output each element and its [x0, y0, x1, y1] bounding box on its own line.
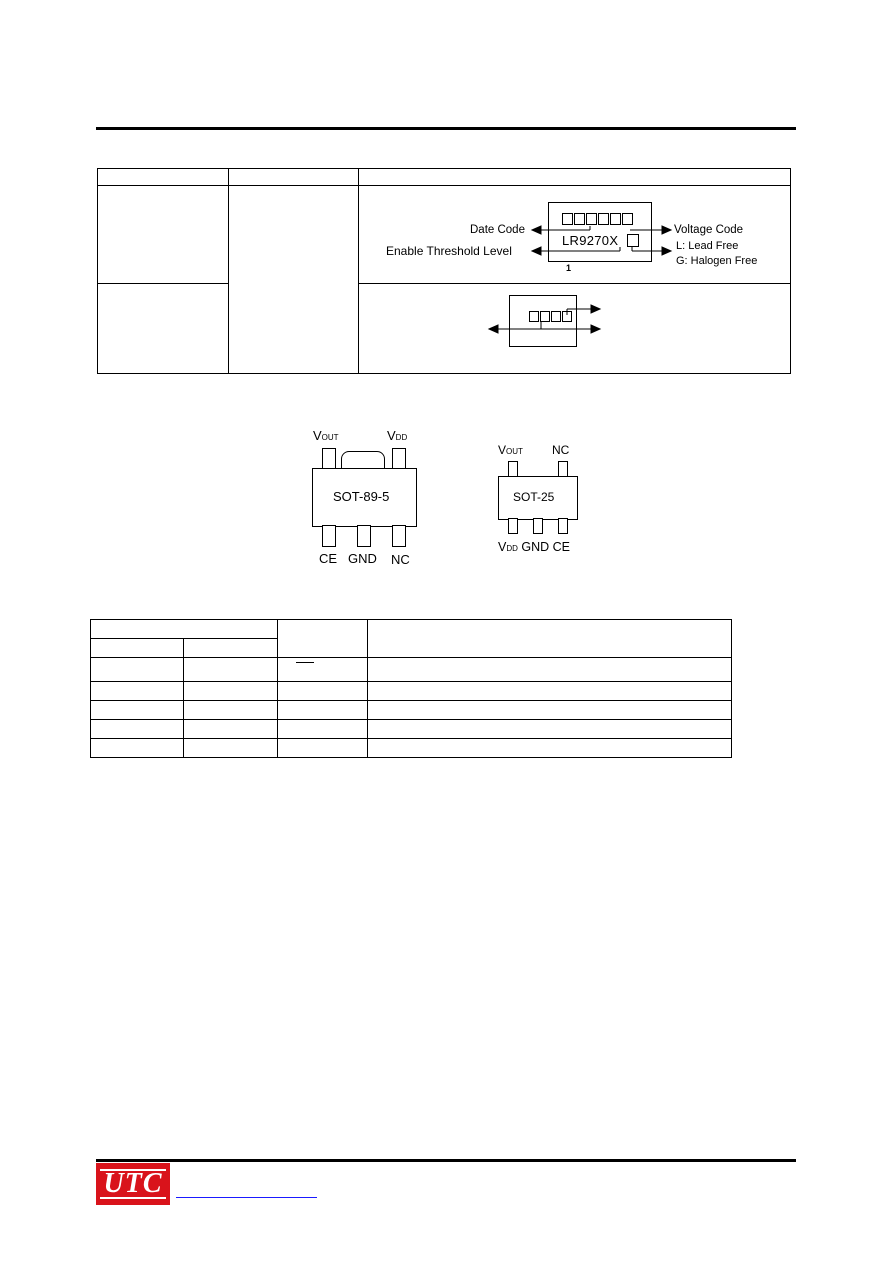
pin-cell — [183, 719, 278, 739]
sot89-nc-label: NC — [391, 552, 410, 567]
pin-cell — [183, 681, 278, 701]
sot89-5-package-label: SOT-89-5 — [333, 489, 390, 504]
pin-cell — [277, 700, 368, 720]
pin-cell — [90, 681, 184, 701]
pin-cell — [90, 719, 184, 739]
pin-cell — [90, 738, 184, 758]
sot89-pin-nc — [392, 525, 406, 547]
sot25-vout-label: VOUT — [498, 443, 523, 457]
sot89-vdd-label: VDD — [387, 428, 408, 443]
marking-table — [97, 168, 791, 374]
sot89-pin-ce — [322, 525, 336, 547]
pin-cell — [367, 719, 732, 739]
sot89-ce-label: CE — [319, 551, 338, 566]
pin-cell — [367, 700, 732, 720]
pin-cell — [90, 700, 184, 720]
marking-cell-pin-code — [228, 185, 359, 374]
sot25-pin-gnd — [533, 518, 543, 534]
pin-header-name — [277, 619, 368, 658]
pin1-label: 1 — [566, 263, 572, 273]
sot25-body — [498, 476, 578, 520]
sot25-nc-label: NC — [552, 443, 570, 457]
lead-free-label: L: Lead Free — [676, 240, 739, 252]
sot89-5-body — [312, 468, 417, 527]
marking-cell-package-2 — [97, 283, 229, 374]
pin-cell — [367, 681, 732, 701]
pin-cell — [277, 738, 368, 758]
header-rule — [96, 127, 796, 130]
voltage-code-box — [627, 234, 639, 247]
sot25-code-boxes — [529, 311, 572, 322]
website-link[interactable] — [176, 1187, 317, 1198]
pin-cell — [183, 738, 278, 758]
date-code-label: Date Code — [470, 224, 525, 236]
pin-cell — [90, 657, 184, 682]
sot89-marking-arrows — [530, 225, 673, 256]
pin-description-table — [90, 619, 732, 758]
pin-header-sot25 — [183, 638, 278, 658]
sot89-marking-box — [548, 202, 652, 262]
sot89-pin-gnd — [357, 525, 371, 547]
sot25-bottom-labels: VDD GND CE — [498, 540, 571, 554]
pin-cell — [277, 681, 368, 701]
overbar — [296, 662, 314, 663]
sot89-vout-label: VOUT — [313, 428, 339, 443]
pin-name-ce — [277, 657, 368, 682]
footer-rule — [96, 1159, 796, 1162]
threshold-label: Enable Threshold Level — [386, 244, 512, 258]
halogen-free-label: G: Halogen Free — [676, 255, 758, 267]
pin-header-sot89 — [90, 638, 184, 658]
utc-logo: UTC — [96, 1163, 170, 1205]
sot25-marking-arrows — [487, 304, 602, 334]
sot25-pin-ce — [558, 518, 568, 534]
voltage-code-label: Voltage Code — [674, 224, 744, 236]
pin-cell — [367, 657, 732, 682]
pin-cell — [367, 738, 732, 758]
pin-header-description — [367, 619, 732, 658]
sot25-pin-vdd — [508, 518, 518, 534]
pin-header-pin-no — [90, 619, 278, 639]
date-code-boxes — [562, 213, 633, 225]
device-code: LR9270X — [562, 233, 619, 248]
pin-cell — [183, 700, 278, 720]
sot89-gnd-label: GND — [348, 551, 377, 566]
sot25-package-label: SOT-25 — [513, 490, 555, 504]
pin-cell — [183, 657, 278, 682]
pin-cell — [277, 719, 368, 739]
